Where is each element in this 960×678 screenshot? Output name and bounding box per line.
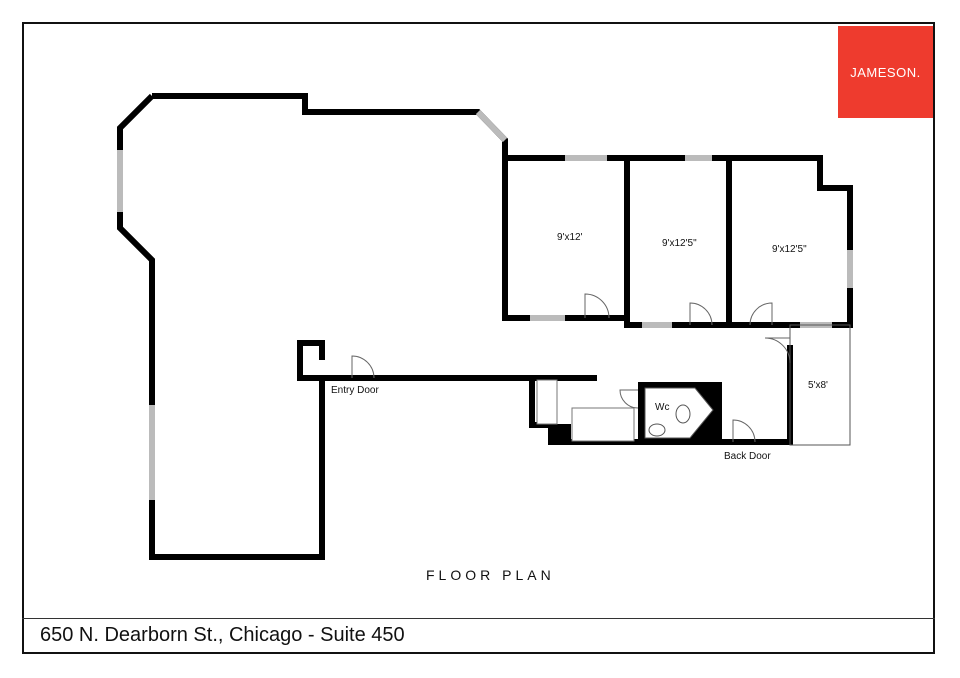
door bbox=[689, 302, 713, 326]
toilet bbox=[675, 404, 691, 424]
outer-wall bbox=[152, 93, 853, 328]
back-door-label: Back Door bbox=[724, 451, 771, 462]
door bbox=[584, 293, 610, 319]
page-frame bbox=[22, 22, 935, 654]
outer-wall-left bbox=[117, 93, 597, 560]
room-label: 9'x12'5" bbox=[772, 244, 807, 255]
room-label: 9'x12' bbox=[557, 232, 583, 243]
footer-divider bbox=[22, 618, 935, 619]
entry-door-label: Entry Door bbox=[331, 385, 379, 396]
cabinet bbox=[536, 379, 558, 425]
room-label: 5'x8' bbox=[808, 380, 828, 391]
plan-title: FLOOR PLAN bbox=[426, 567, 555, 583]
entry-closet bbox=[297, 340, 325, 381]
jameson-logo: JAMESON. bbox=[838, 26, 933, 118]
back-door bbox=[732, 419, 756, 443]
vanity bbox=[571, 407, 635, 442]
storage-room bbox=[789, 324, 851, 446]
entry-door bbox=[351, 355, 375, 379]
door bbox=[764, 337, 791, 364]
room-label: 9'x12'5" bbox=[662, 238, 697, 249]
door bbox=[749, 302, 773, 326]
room-label: Wc bbox=[655, 402, 669, 413]
door bbox=[619, 389, 639, 409]
address: 650 N. Dearborn St., Chicago - Suite 450 bbox=[40, 624, 405, 646]
wall-block bbox=[551, 424, 571, 442]
window bbox=[475, 109, 508, 143]
sink bbox=[648, 423, 666, 437]
